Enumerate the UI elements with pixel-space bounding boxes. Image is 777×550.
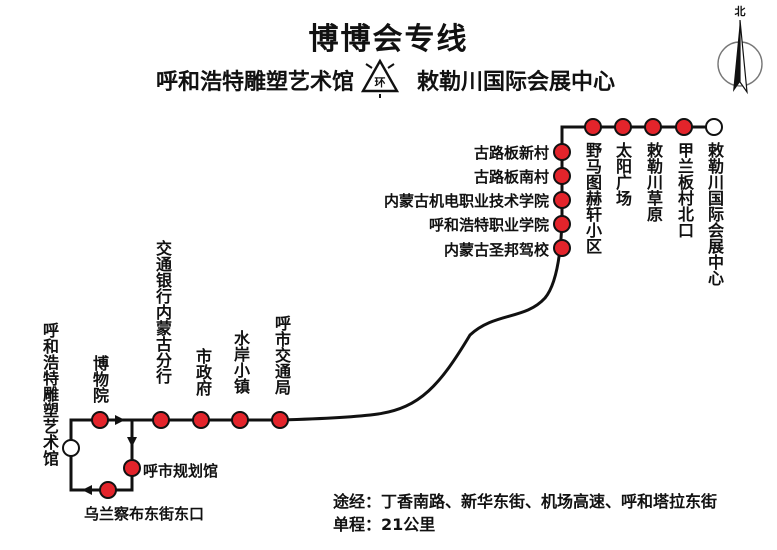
stop-label-s5: 交通银行内蒙古分行 — [153, 240, 172, 384]
stop-label-s3: 呼市规划馆 — [143, 462, 219, 480]
stop-marker-s2 — [91, 411, 109, 429]
direction-arrow-down — [127, 437, 137, 447]
stop-marker-s16 — [644, 118, 662, 136]
stop-marker-s12 — [553, 167, 571, 185]
direction-arrow-right — [115, 415, 125, 425]
stop-label-s9: 内蒙古圣邦驾校 — [443, 241, 549, 259]
stop-marker-s18 — [705, 118, 723, 136]
stop-label-s18: 敕勒川国际会展中心 — [705, 142, 724, 286]
stop-marker-s15 — [614, 118, 632, 136]
stop-marker-s1 — [62, 439, 80, 457]
north-arrow-compass: 北 — [717, 4, 763, 95]
stop-marker-s9 — [553, 239, 571, 257]
stop-markers — [62, 118, 723, 499]
route-via-text: 途经：丁香南路、新华东街、机场高速、呼和塔拉东街 — [333, 492, 718, 511]
route-line — [69, 125, 714, 492]
stop-label-s7: 水岸小镇 — [231, 330, 250, 394]
stop-label-s15: 太阳广场 — [613, 142, 632, 206]
stop-label-s8: 呼市交通局 — [272, 315, 291, 395]
stop-marker-s17 — [675, 118, 693, 136]
stop-marker-s8 — [271, 411, 289, 429]
stop-label-s4: 乌兰察布东街东口 — [84, 505, 205, 523]
direction-arrow-left — [82, 485, 92, 495]
stop-marker-s5 — [152, 411, 170, 429]
stop-marker-s10 — [553, 215, 571, 233]
stop-marker-s11 — [553, 191, 571, 209]
stop-label-s16: 敕勒川草原 — [644, 142, 663, 222]
stop-marker-s7 — [231, 411, 249, 429]
stop-label-s17: 甲兰板村北口 — [675, 142, 694, 238]
stop-label-s2: 博物院 — [90, 355, 109, 403]
stop-marker-s3 — [123, 459, 141, 477]
route-title: 博博会专线 — [308, 22, 469, 57]
ring-route-icon: 环 — [360, 58, 400, 98]
stop-label-s11: 内蒙古机电职业技术学院 — [383, 192, 549, 210]
stop-marker-s14 — [584, 118, 602, 136]
stop-label-s12: 古路板南村 — [473, 168, 549, 186]
stop-marker-s4 — [99, 481, 117, 499]
stop-label-s13: 古路板新村 — [473, 144, 549, 162]
stop-label-s10: 呼和浩特职业学院 — [428, 216, 549, 234]
stop-marker-s13 — [553, 143, 571, 161]
route-distance-text: 单程：21公里 — [333, 515, 436, 534]
terminal-to-label: 敕勒川国际会展中心 — [417, 70, 616, 95]
stop-marker-s6 — [192, 411, 210, 429]
stop-label-s14: 野马图赫轩小区 — [583, 142, 602, 254]
terminal-from-label: 呼和浩特雕塑艺术馆 — [155, 70, 354, 95]
ring-route-label: 环 — [375, 76, 386, 89]
compass-north-label: 北 — [735, 4, 746, 18]
stop-label-s6: 市政府 — [193, 348, 212, 396]
stop-label-s1: 呼和浩特雕塑艺术馆 — [40, 322, 59, 466]
